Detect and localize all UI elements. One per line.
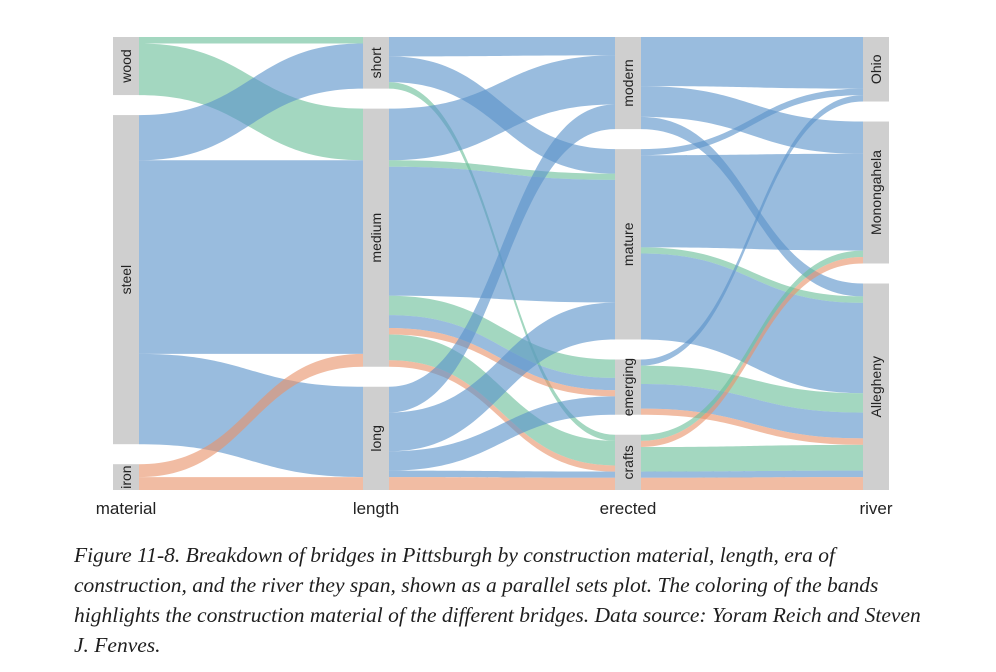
category-label-river-Monongahela: Monongahela: [868, 150, 884, 235]
category-label-erected-emerging: emerging: [620, 358, 636, 416]
category-label-material-steel: steel: [118, 265, 134, 295]
figure-caption: Figure 11-8. Breakdown of bridges in Pit…: [74, 543, 921, 657]
band-length-medium-erected-mature-steel: [389, 166, 615, 303]
band-erected-emerging-river-Allegheny-steel: [641, 384, 863, 439]
category-label-length-long: long: [368, 425, 384, 451]
band-length-short-erected-modern-steel: [389, 37, 615, 57]
band-length-medium-erected-modern-steel: [389, 55, 615, 161]
band-material-steel-length-short-steel: [139, 43, 363, 161]
category-bar-erected-crafts: [615, 434, 641, 490]
axis-titles: material length erected river: [96, 499, 893, 518]
category-label-erected-modern: modern: [620, 59, 636, 106]
category-bar-material-iron: [113, 464, 139, 490]
band-erected-mature-river-Allegheny-steel: [641, 253, 863, 394]
category-bar-length-short: [363, 37, 389, 89]
chart-canvas: wood steel iron short medium long modern mature…: [96, 37, 893, 518]
category-bar-erected-mature: [615, 149, 641, 340]
band-material-iron-length-long-iron: [139, 477, 363, 490]
band-erected-emerging-river-Allegheny-wood: [641, 365, 863, 413]
category-bar-length-medium: [363, 108, 389, 367]
band-erected-crafts-river-Monongahela-iron: [641, 257, 863, 448]
band-material-steel-length-medium-steel: [139, 160, 363, 354]
band-erected-crafts-river-Monongahela-wood: [641, 250, 863, 441]
category-label-length-medium: medium: [368, 213, 384, 263]
band-erected-mature-river-Allegheny-wood: [641, 247, 863, 303]
band-length-medium-erected-emerging-steel: [389, 315, 615, 391]
band-erected-crafts-river-Allegheny-wood: [641, 444, 863, 472]
band-length-long-erected-mature-steel: [389, 302, 615, 452]
band-erected-mature-river-Ohio-steel: [641, 88, 863, 156]
category-bar-river-Allegheny: [863, 283, 889, 490]
axis-title-material: material: [96, 499, 156, 518]
axis-title-length: length: [353, 499, 399, 518]
band-erected-mature-river-Monongahela-steel: [641, 153, 863, 251]
category-bar-material-wood: [113, 37, 139, 96]
band-length-medium-erected-mature-wood: [389, 160, 615, 180]
category-bar-erected-emerging: [615, 359, 641, 415]
band-erected-emerging-river-Ohio-steel: [641, 95, 863, 366]
category-label-material-iron: iron: [118, 465, 134, 488]
band-material-iron-length-medium-iron: [139, 353, 363, 478]
band-length-long-erected-emerging-steel: [389, 396, 615, 471]
band-material-wood-length-short-wood: [139, 37, 363, 44]
axis-title-erected: erected: [600, 499, 657, 518]
category-bar-material-steel: [113, 115, 139, 445]
category-bars: wood steel iron short medium long modern mature…: [113, 37, 889, 490]
parallel-sets-chart: wood steel iron short medium long modern mature…: [96, 37, 893, 518]
axis-title-river: river: [859, 499, 892, 518]
category-label-erected-crafts: crafts: [620, 445, 636, 479]
band-length-medium-erected-crafts-iron: [389, 360, 615, 472]
category-label-material-wood: wood: [118, 49, 134, 83]
category-label-river-Ohio: Ohio: [868, 54, 884, 84]
band-length-medium-erected-emerging-wood: [389, 295, 615, 378]
band-erected-modern-river-Ohio-steel: [641, 37, 863, 89]
bands-layer: [139, 37, 863, 490]
category-label-river-Allegheny: Allegheny: [868, 356, 884, 418]
category-bar-length-long: [363, 386, 389, 490]
category-label-erected-mature: mature: [620, 222, 636, 266]
band-length-long-erected-crafts-iron: [389, 477, 615, 490]
band-length-long-erected-modern-steel: [389, 104, 615, 413]
band-length-long-erected-crafts-steel: [389, 470, 615, 478]
category-bar-river-Ohio: [863, 37, 889, 102]
band-erected-crafts-river-Allegheny-steel: [641, 470, 863, 478]
category-bar-erected-modern: [615, 37, 641, 130]
band-erected-crafts-river-Allegheny-iron: [641, 477, 863, 490]
category-bar-river-Monongahela: [863, 121, 889, 264]
category-label-length-short: short: [368, 47, 384, 78]
